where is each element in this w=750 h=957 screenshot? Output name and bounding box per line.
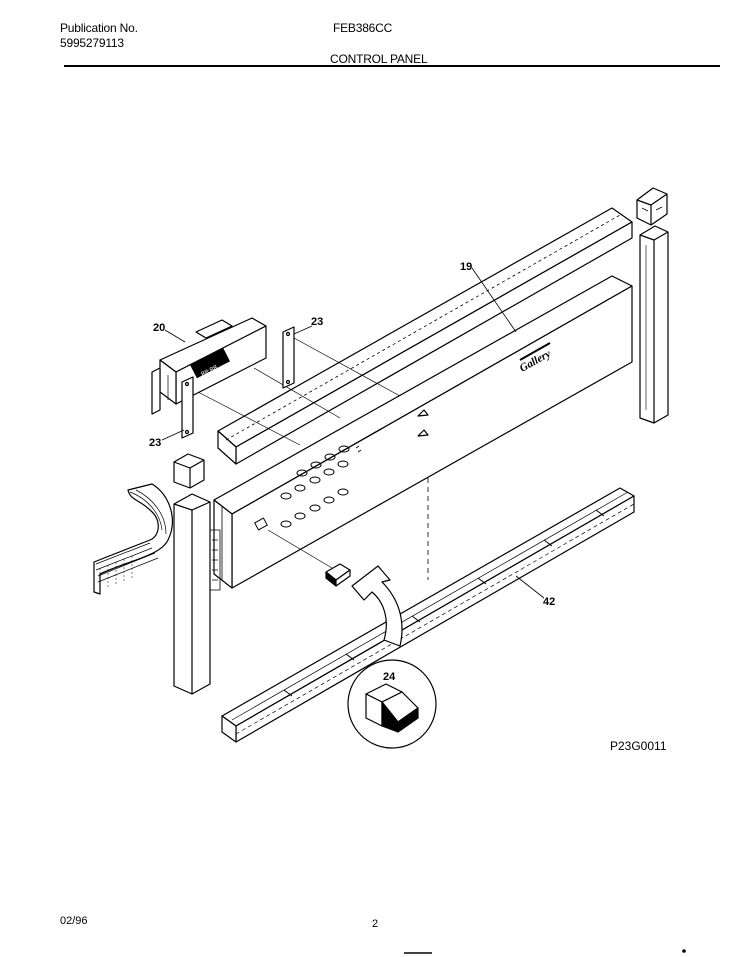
control-panel: Gallery <box>213 275 633 589</box>
side-trim-right <box>639 225 669 424</box>
rocker-switch-small <box>325 563 351 587</box>
indicator-light <box>417 429 429 437</box>
publication-label: Publication No. <box>60 21 138 35</box>
side-trim-left <box>173 493 221 695</box>
end-cap-left <box>173 453 205 489</box>
detail-circle <box>347 659 437 749</box>
page-number: 2 <box>372 918 379 930</box>
back-trim-rail <box>217 207 633 465</box>
drawing-code: P23G0011 <box>610 739 667 753</box>
clock-control-module: 88:88 <box>151 317 267 415</box>
callout-23-bottom: 23 <box>149 437 161 449</box>
lower-trim-rail <box>221 487 635 743</box>
header-rule <box>64 65 720 67</box>
mounting-bracket <box>282 326 295 389</box>
publication-number: 5995279113 <box>60 36 124 50</box>
mounting-bracket <box>181 376 194 439</box>
callout-19: 19 <box>460 261 472 273</box>
callout-24: 24 <box>383 671 396 683</box>
assembly-guide-lines <box>197 337 401 569</box>
callout-23-top: 23 <box>311 316 323 328</box>
detail-arrow <box>351 565 403 647</box>
revision-date: 02/96 <box>60 915 88 927</box>
panel-button-holes <box>254 445 350 531</box>
callout-20: 20 <box>153 322 165 334</box>
callout-leaders <box>161 267 545 599</box>
callout-42: 42 <box>543 596 555 608</box>
scan-dot <box>682 949 686 953</box>
indicator-light <box>417 409 429 417</box>
section-title: CONTROL PANEL <box>330 52 428 66</box>
end-cap-right <box>636 187 668 226</box>
model-number: FEB386CC <box>333 21 393 35</box>
wire-harness <box>93 483 173 595</box>
